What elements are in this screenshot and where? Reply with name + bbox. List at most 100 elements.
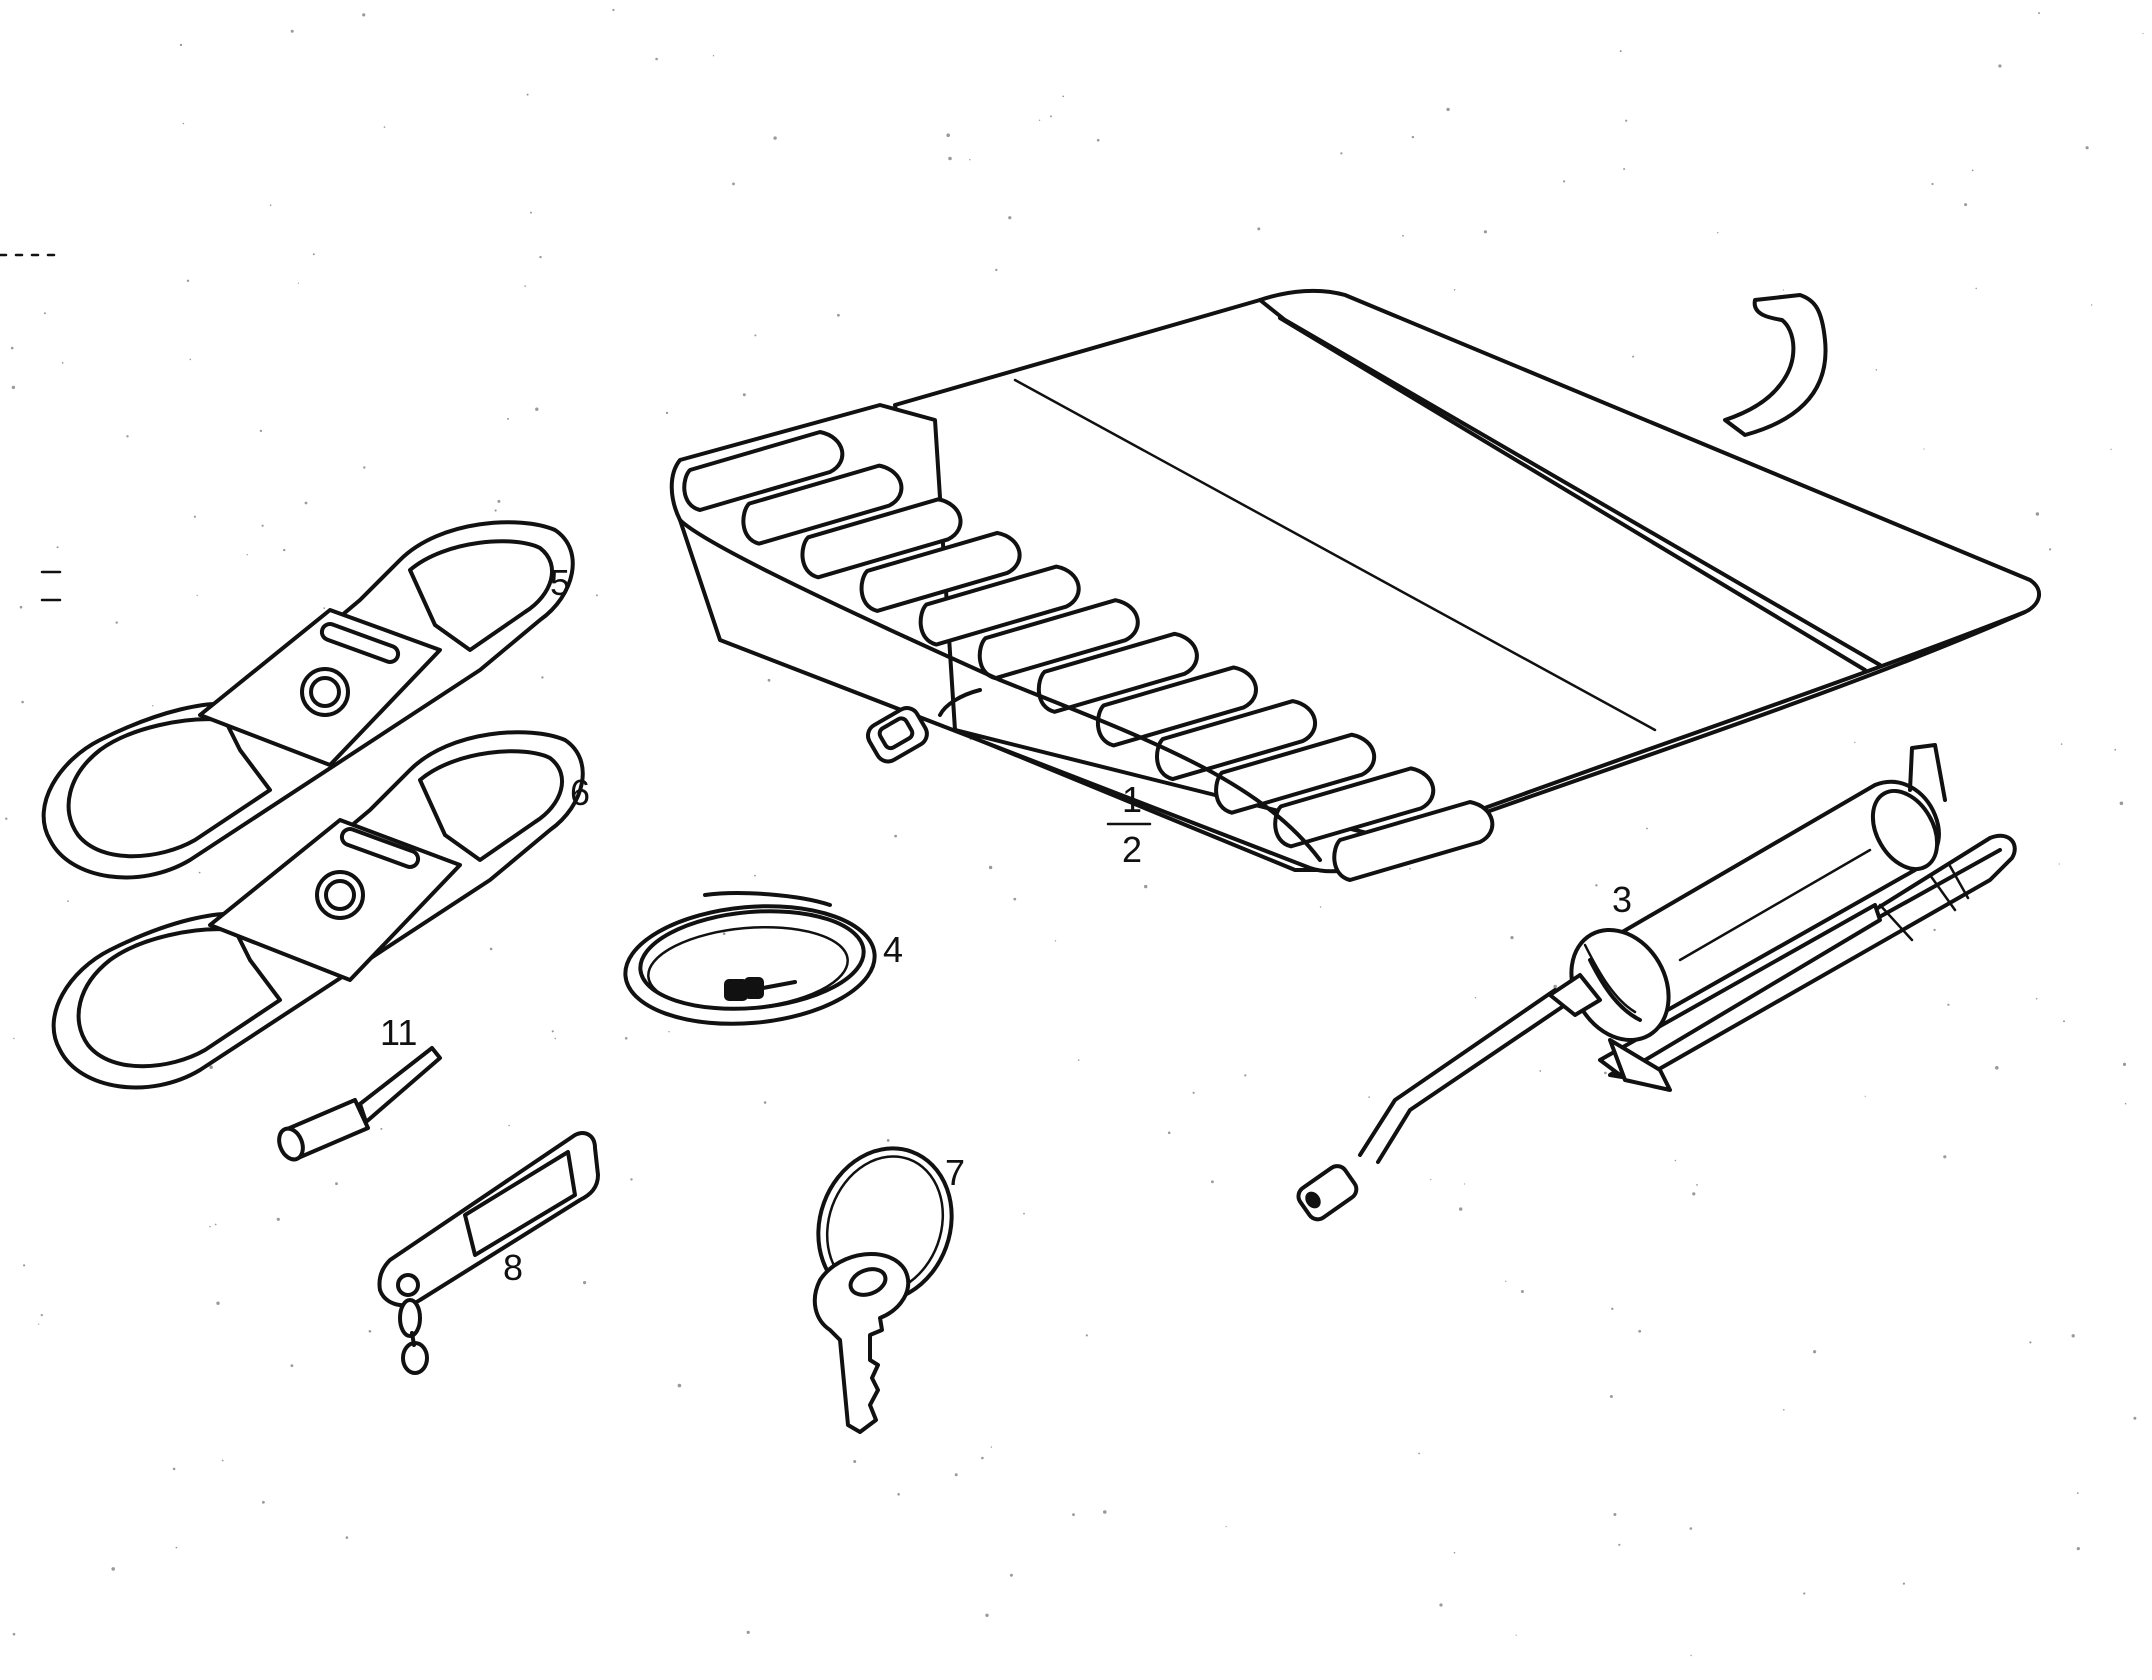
scan-dot	[2133, 1416, 2137, 1420]
scan-dot	[1077, 1059, 1080, 1061]
scan-dot	[1553, 984, 1557, 989]
scan-dot	[1864, 1095, 1866, 1097]
grease-gun	[1296, 743, 2017, 1222]
scan-dot	[1623, 168, 1626, 170]
scan-dot	[1510, 936, 1514, 940]
scan-dot	[2114, 748, 2117, 751]
key-ring	[812, 1146, 954, 1434]
scan-dot	[380, 1127, 383, 1130]
scan-dot	[2038, 12, 2040, 15]
scan-dot	[1696, 1184, 1698, 1186]
pin-11	[277, 1046, 442, 1162]
scan-dot	[1520, 1290, 1524, 1293]
scan-dot	[1409, 868, 1411, 870]
scan-dot	[754, 874, 756, 877]
scan-dot	[186, 279, 190, 282]
scan-dot	[1446, 107, 1450, 112]
scan-dot	[1244, 1074, 1247, 1077]
scan-dot	[1875, 369, 1878, 371]
callout-2: 2	[1122, 829, 1142, 870]
scan-dot	[12, 1632, 16, 1636]
tool-pocket	[1155, 699, 1318, 782]
scan-dot	[21, 700, 24, 704]
scan-dot	[1813, 1350, 1817, 1354]
scan-dot	[990, 1446, 993, 1448]
scan-dot	[261, 524, 264, 527]
scan-dot	[2122, 1062, 2127, 1066]
scan-dot	[2110, 448, 2112, 451]
scan-dot	[290, 1364, 294, 1367]
scan-dot	[1483, 230, 1487, 234]
scan-dot	[2076, 1492, 2079, 1494]
scan-dot	[1211, 1180, 1214, 1184]
scan-dot	[1515, 1634, 1517, 1636]
scan-dot	[246, 554, 248, 556]
scan-dot	[524, 285, 526, 287]
scan-dot	[583, 1281, 587, 1285]
tool-pocket	[977, 598, 1140, 681]
scan-dot	[189, 358, 192, 361]
scan-dot	[1947, 1003, 1950, 1006]
scan-dot	[497, 499, 501, 503]
tool-pocket	[1332, 800, 1495, 882]
scan-dot	[507, 417, 509, 420]
scan-dot	[383, 126, 386, 128]
scan-dot	[1167, 1131, 1171, 1135]
scan-dot	[363, 466, 366, 469]
scan-dot	[323, 607, 326, 609]
scan-dot	[304, 501, 308, 505]
tool-pocket	[1214, 732, 1377, 815]
scan-dot	[19, 605, 23, 609]
scan-dot	[988, 865, 993, 870]
tool-pocket	[1036, 631, 1199, 714]
scan-dot	[1008, 216, 1012, 220]
scan-dot	[746, 1630, 750, 1634]
scan-dot	[1009, 1573, 1013, 1577]
belt-6	[51, 730, 585, 1090]
scan-dot	[742, 393, 746, 397]
scan-dot	[2063, 1020, 2065, 1023]
scan-dot	[2076, 1547, 2080, 1551]
scan-dot	[1038, 119, 1041, 122]
scan-dot	[1368, 1096, 1370, 1098]
scan-dot	[111, 1567, 115, 1571]
scan-dot	[535, 407, 539, 411]
scan-dot	[1013, 897, 1017, 901]
scan-dot	[1625, 119, 1628, 122]
scan-dot	[1144, 884, 1148, 889]
callout-3: 3	[1612, 879, 1632, 920]
scan-dot	[1539, 1070, 1542, 1072]
scan-dot	[2058, 863, 2060, 865]
scan-dot	[1430, 1178, 1432, 1181]
scan-dot	[1072, 1513, 1075, 1516]
scan-dot	[276, 1217, 280, 1221]
scan-dot	[1319, 906, 1322, 908]
scan-dot	[2060, 743, 2063, 745]
scan-dot	[554, 1037, 557, 1040]
scan-dot	[1411, 135, 1415, 139]
scan-dot	[1646, 827, 1648, 830]
scan-dot	[1943, 1155, 1947, 1159]
scan-dot	[43, 312, 46, 315]
hose-coil	[623, 891, 877, 1026]
scan-dot	[172, 1467, 176, 1471]
scan-dot	[214, 1223, 217, 1226]
scan-dot	[2071, 1334, 2075, 1338]
scan-dot	[269, 204, 272, 206]
scan-dot	[23, 1264, 26, 1267]
scan-dot	[368, 1330, 372, 1333]
scan-dot	[1975, 287, 1977, 290]
scan-dot	[954, 1473, 958, 1477]
tool-pocket	[741, 463, 904, 546]
scan-dot	[115, 621, 118, 624]
scan-dot	[1439, 1603, 1443, 1607]
scan-dot	[1340, 152, 1343, 155]
callout-11: 11	[380, 1012, 417, 1053]
tool-pocket	[682, 430, 845, 512]
scan-dot	[1971, 169, 1974, 172]
scan-dot	[1257, 227, 1261, 231]
scan-dot	[262, 1500, 265, 1504]
scan-dot	[38, 1323, 40, 1325]
scan-dot	[1690, 1654, 1692, 1657]
scan-dot	[541, 676, 544, 679]
